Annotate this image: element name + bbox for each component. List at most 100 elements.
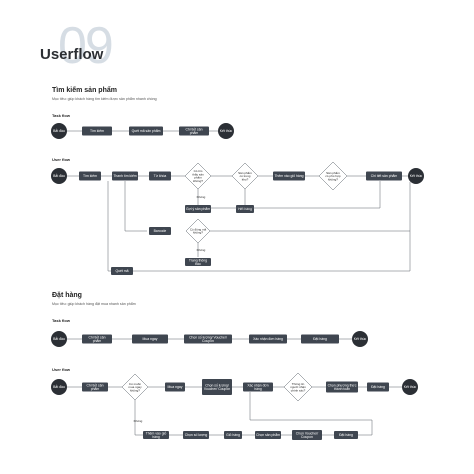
s1-user-out-of-stock [236,205,254,213]
s2-user-cart-qty [183,431,209,439]
s2-user-cart-qty-label: Chọn số lượng [185,433,208,437]
s2-user-order [367,382,389,392]
s2-user-voucher [292,430,322,440]
s2-user-detail [82,382,108,392]
s1-task-end-label: Kết thúc [220,129,233,133]
s2-user-qty-label: Chọn số lượng/Voucher/ Coupon [204,383,230,391]
s1-user-loop-3 [133,182,411,272]
s1-user-out-of-stock-label: Hết hàng [238,207,252,211]
s2-user-checkout-label: Giỏ hàng [226,433,240,437]
s1-user-scan-connector [107,181,133,272]
section-title-search: Tìm kiếm sản phẩm [52,87,117,94]
s2-user-order-label: Đặt hàng [371,385,385,389]
s2-task-start [51,331,67,347]
s1-user-input [112,171,138,181]
s2-task-end-label: Kết thúc [354,337,367,341]
s1-user-no-result-label: Gợi ý sản phẩm [186,207,210,211]
s1-user-barcode-label: Barcode [154,229,167,233]
s2-user-order-2-label: Đặt hàng [339,433,353,437]
s1-user-barcode [149,227,171,235]
s1-task-step-2 [129,126,163,136]
s1-user-input-label: Thanh tìm kiếm [113,174,137,178]
s1-user-start-label: Bắt đầu [53,173,65,178]
s2-user-confirm [243,382,273,392]
user-flow-label-order: User flow [52,367,71,372]
s2-task-start-label: Bắt đầu [53,336,65,341]
s1-task-step-2-label: Quét mã sản phẩm [132,129,161,133]
s2-user-start [51,379,67,395]
s2-user-q2 [283,372,313,402]
s2-task-step-3 [184,334,232,344]
s1-user-loop-1 [210,181,381,209]
s1-task-start-label: Bắt đầu [53,128,65,133]
section-subtitle-search: Mục tiêu: giúp khách hàng tìm kiếm được … [52,97,157,101]
s2-task-step-5-label: Đặt hàng [313,337,327,341]
s2-task-step-2-label: Mua ngay [143,337,158,341]
s1-user-detail [366,171,402,181]
section-subtitle-order: Mục tiêu: giúp khách hàng đặt mua nhanh … [52,302,136,306]
section-number: 09 [58,17,114,75]
s2-user-checkout [224,431,242,439]
s2-user-no-branch [134,400,140,436]
s1-user-retry [185,258,211,266]
s2-user-no-tag: Không [134,419,143,423]
s2-task-end [352,331,368,347]
s2-user-pay [326,381,358,393]
s2-user-select-items-label: Chọn sản phẩm [256,433,280,437]
s2-user-buy [165,382,185,392]
s2-user-end [402,379,418,395]
section-title-order: Đặt hàng [52,292,82,299]
page-title: Userflow [40,46,104,63]
s2-task-step-2 [132,334,168,344]
s2-user-voucher-label: Chọn Voucher/Coupon [296,431,318,439]
s1-task-end [218,123,234,139]
s2-user-qty [202,379,232,395]
user-flow-label-search: User flow [52,157,71,162]
s2-task-step-4 [249,334,287,344]
s1-user-select-label: Thêm vào giỏ hàng [274,174,303,178]
s1-user-no-tag-1: Không [197,195,206,199]
s1-user-no-tag-2: Không [197,248,206,252]
s1-user-scan-label: Quét mã [115,269,128,273]
s1-user-end [408,168,424,184]
s2-task-step-4-label: Xác nhận đơn hàng [253,337,283,341]
s1-user-select [273,171,305,181]
s2-user-buy-label: Mua ngay [168,385,183,389]
s1-user-type-label: Từ khóa [154,174,167,178]
s1-user-end-label: Kết thúc [410,174,423,178]
s2-task-step-3-label: Chọn số lượng/ Voucher/Coupon [189,335,227,343]
task-flow-label-order: Task flow [52,318,70,323]
s2-task-step-1 [82,334,112,344]
s1-user-scan [111,267,133,275]
s1-task-step-3 [179,126,209,136]
s2-user-start-label: Bắt đầu [53,384,65,389]
s2-user-loop [249,392,373,436]
s2-user-order-2 [334,431,358,439]
s1-user-q3 [318,161,348,191]
s1-task-start [51,123,67,139]
s2-user-end-label: Kết thúc [404,385,417,389]
s1-user-search [79,171,101,181]
s2-task-step-5 [301,334,339,344]
s1-user-detail-label: Chi tiết sản phẩm [371,174,398,178]
task-flow-label-search: Task flow [52,113,70,118]
s1-user-type [149,171,171,181]
s1-user-barcode-connector [124,181,147,232]
s2-user-cart [143,431,169,439]
s1-user-search-label: Tìm kiếm [83,174,97,178]
s1-task-step-1-label: Tìm kiếm [90,129,104,133]
s2-user-select-items [255,431,281,439]
s1-user-no-result [185,205,211,213]
